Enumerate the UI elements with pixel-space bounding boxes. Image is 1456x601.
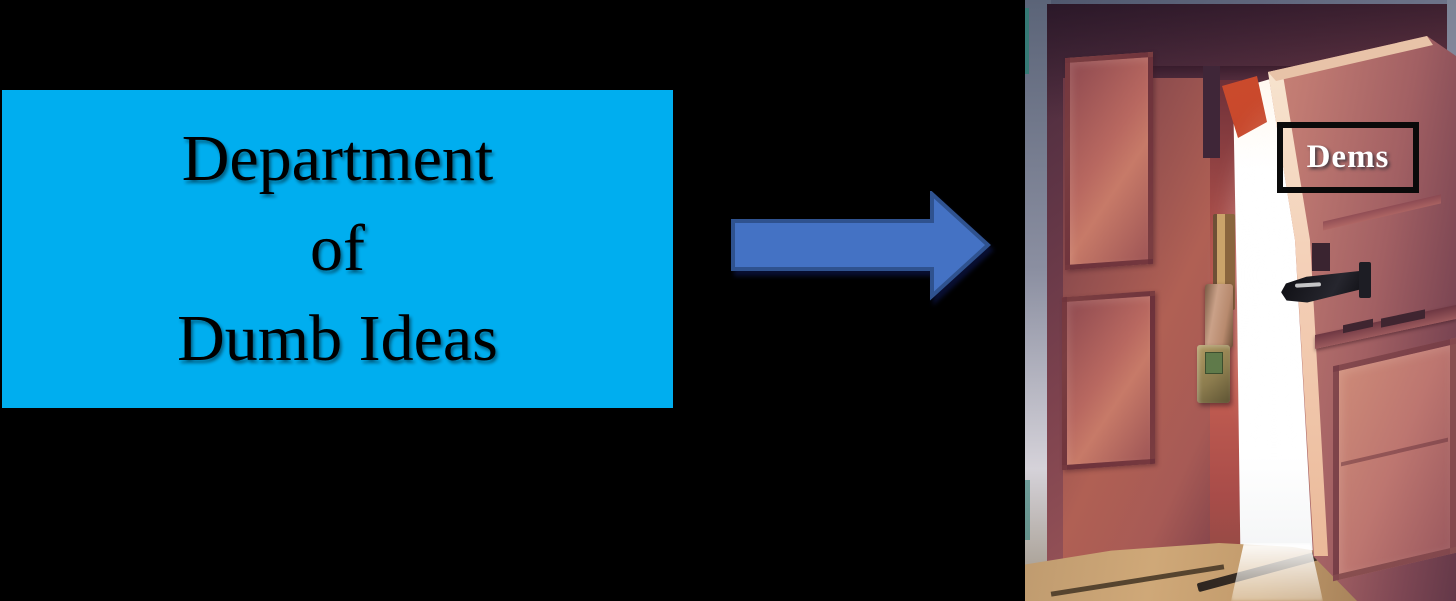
closed-door-lower-panel bbox=[1062, 290, 1155, 471]
closed-door-leaf bbox=[1063, 78, 1213, 590]
department-box-line-2: of bbox=[310, 212, 365, 285]
closed-door-upper-panel bbox=[1065, 51, 1153, 271]
door-frame bbox=[1047, 4, 1456, 601]
doorway-light bbox=[1233, 77, 1321, 601]
open-door-panel-split-line bbox=[1341, 437, 1448, 467]
department-box-line-3: Dumb Ideas bbox=[177, 302, 498, 375]
lock-green-plate bbox=[1205, 352, 1223, 374]
open-door-lower-panel bbox=[1333, 337, 1456, 582]
wall-teal-sliver-bottom bbox=[1025, 480, 1030, 540]
doorway-glow bbox=[1203, 58, 1345, 601]
open-door-rail-detail bbox=[1343, 318, 1373, 334]
open-door-lit-edge bbox=[1268, 69, 1328, 556]
open-door-molding bbox=[1323, 194, 1441, 231]
door-frame-top-shadow bbox=[1047, 4, 1456, 119]
right-arrow-shape bbox=[731, 191, 991, 301]
floor-light-spill bbox=[1231, 543, 1323, 601]
lock-box bbox=[1197, 345, 1230, 403]
lock-mechanism-bar bbox=[1213, 214, 1235, 310]
wall-right-edge bbox=[1447, 0, 1456, 300]
floor-board-line bbox=[1050, 564, 1225, 597]
wall-left-strip bbox=[1025, 0, 1051, 601]
floor bbox=[1025, 543, 1456, 601]
dems-label-text: Dems bbox=[1306, 139, 1390, 175]
dems-label-box: Dems bbox=[1277, 122, 1419, 193]
door-handle-icon bbox=[1280, 271, 1367, 308]
doorway-lit-frame-sliver bbox=[1222, 76, 1267, 138]
door-frame-molding bbox=[1081, 66, 1456, 601]
wall-teal-sliver-top bbox=[1025, 8, 1029, 74]
lock-strike-plate bbox=[1205, 284, 1233, 348]
open-door-leaf bbox=[1268, 36, 1456, 601]
door-handle-mount bbox=[1359, 262, 1371, 298]
open-door-image: Dems bbox=[1025, 0, 1456, 601]
open-door-mid-rail bbox=[1315, 305, 1456, 349]
door-threshold bbox=[1196, 540, 1359, 593]
department-box: Department of Dumb Ideas bbox=[2, 90, 673, 408]
wall-background bbox=[1025, 0, 1456, 601]
right-arrow-icon bbox=[731, 191, 991, 301]
open-door-rail-detail bbox=[1381, 309, 1425, 328]
door-jamb bbox=[1210, 80, 1241, 588]
door-lock-recess bbox=[1312, 243, 1330, 271]
door-handle-highlight bbox=[1294, 282, 1322, 288]
open-door-top-edge bbox=[1268, 36, 1433, 81]
doorway-corner-shadow bbox=[1203, 66, 1220, 158]
department-box-line-1: Department bbox=[181, 122, 494, 195]
